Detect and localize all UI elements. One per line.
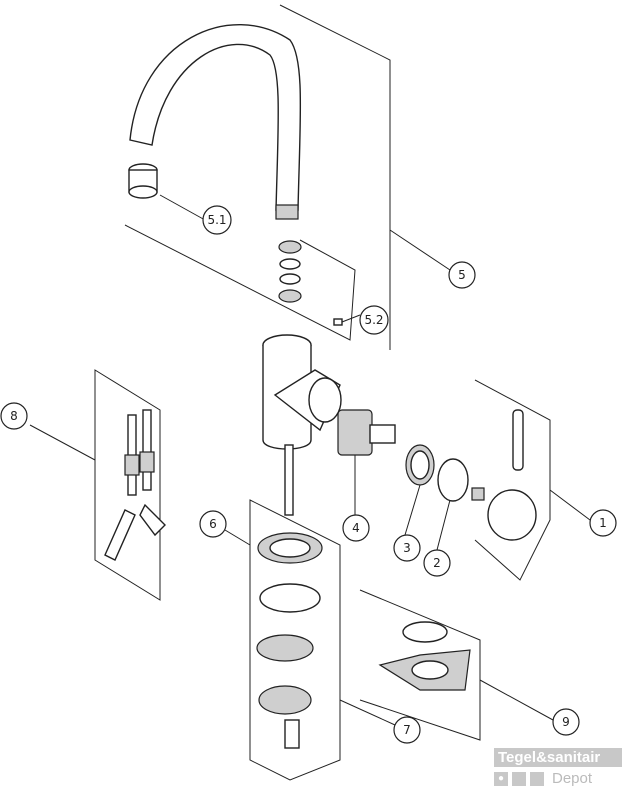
svg-text:2: 2 [433, 556, 441, 570]
callout-5-2: 5.2 [359, 305, 389, 335]
callout-5-1: 5.1 [202, 205, 232, 235]
watermark-logo: Tegel&sanitair ● Depot [494, 748, 622, 787]
svg-text:3: 3 [403, 541, 411, 555]
svg-text:4: 4 [352, 521, 360, 535]
svg-text:8: 8 [10, 409, 18, 423]
callout-4: 4 [342, 514, 370, 542]
callout-8: 8 [0, 402, 28, 430]
svg-text:5: 5 [458, 268, 466, 282]
callout-9: 9 [552, 708, 580, 736]
svg-text:1: 1 [599, 516, 607, 530]
callout-6: 6 [199, 510, 227, 538]
svg-text:7: 7 [403, 723, 411, 737]
svg-text:6: 6 [209, 517, 217, 531]
svg-text:9: 9 [562, 715, 570, 729]
logo-line1: Tegel&sanitair [494, 748, 622, 767]
svg-text:5.1: 5.1 [207, 213, 226, 227]
logo-square [530, 771, 544, 786]
svg-text:5.2: 5.2 [364, 313, 383, 327]
drop-icon: ● [494, 771, 508, 786]
callout-3: 3 [393, 534, 421, 562]
spout-thread [275, 204, 299, 220]
callout-7: 7 [393, 716, 421, 744]
callout-2: 2 [423, 549, 451, 577]
logo-line2: Depot [552, 770, 593, 787]
logo-square [512, 771, 526, 786]
callout-1: 1 [589, 509, 617, 537]
callout-5: 5 [448, 261, 476, 289]
